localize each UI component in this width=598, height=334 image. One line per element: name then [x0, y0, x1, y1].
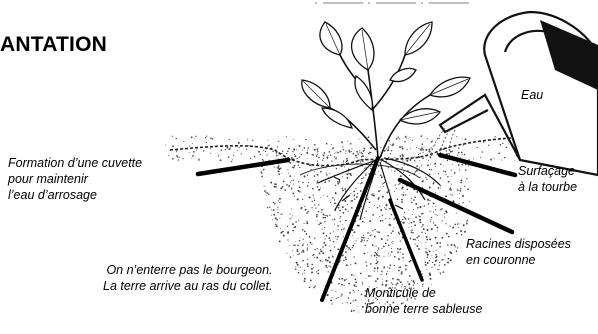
label-surfacage: Surfaçage à la tourbe	[518, 163, 577, 195]
pointer-monticule	[390, 200, 422, 280]
label-eau: Eau	[521, 87, 543, 103]
label-line: On n’enterre pas le bourgeon.	[103, 262, 273, 278]
pointer-bourgeon	[322, 158, 378, 300]
pointer-cuvette	[198, 160, 288, 174]
label-racines: Racines disposées en couronne	[466, 236, 571, 268]
label-monticule: Monticule de bonne terre sableuse	[365, 285, 482, 317]
label-line: l’eau d’arrosage	[8, 187, 142, 203]
label-line: Racines disposées	[466, 236, 571, 252]
label-bourgeon: On n’enterre pas le bourgeon. La terre a…	[103, 262, 273, 294]
section-heading: ANTATION	[0, 33, 107, 57]
label-cuvette: Formation d’une cuvette pour maintenir l…	[8, 155, 142, 203]
label-line: La terre arrive au ras du collet.	[103, 278, 273, 294]
label-line: Eau	[521, 87, 543, 103]
label-line: pour maintenir	[8, 171, 142, 187]
label-line: en couronne	[466, 252, 571, 268]
plant-leaves	[302, 22, 470, 128]
label-line: bonne terre sableuse	[365, 301, 482, 317]
label-line: à la tourbe	[518, 179, 577, 195]
pointer-surfacage	[440, 155, 515, 175]
label-line: Formation d’une cuvette	[8, 155, 142, 171]
label-line: Surfaçage	[518, 163, 577, 179]
label-line: Monticule de	[365, 285, 482, 301]
